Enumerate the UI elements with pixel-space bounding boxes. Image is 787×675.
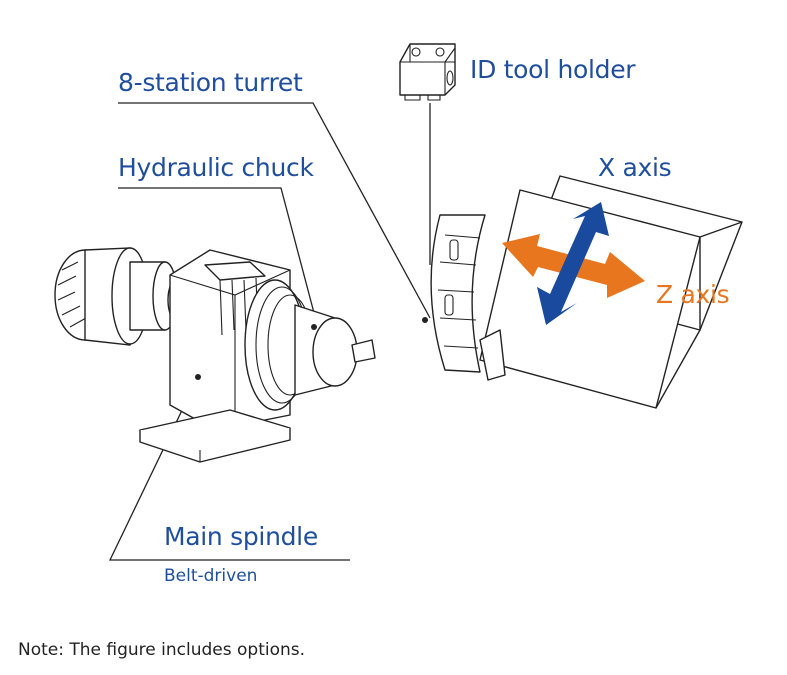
main-spindle-label: Main spindle <box>164 522 318 551</box>
id-tool-holder-label: ID tool holder <box>470 55 636 84</box>
x-axis-label: X axis <box>598 153 672 182</box>
figure-note: Note: The figure includes options. <box>18 640 306 660</box>
main-spindle-sublabel: Belt-driven <box>164 566 258 586</box>
turret-label: 8-station turret <box>118 68 303 97</box>
chuck-leader <box>118 187 319 329</box>
x-axis-arrow <box>537 202 609 325</box>
axis-arrows <box>502 202 645 325</box>
id-tool-holder-icon <box>399 43 456 101</box>
chuck-label: Hydraulic chuck <box>118 153 314 182</box>
main-spindle-drawing <box>54 247 376 463</box>
turret-leader <box>118 102 431 319</box>
z-axis-label: Z axis <box>656 280 730 309</box>
